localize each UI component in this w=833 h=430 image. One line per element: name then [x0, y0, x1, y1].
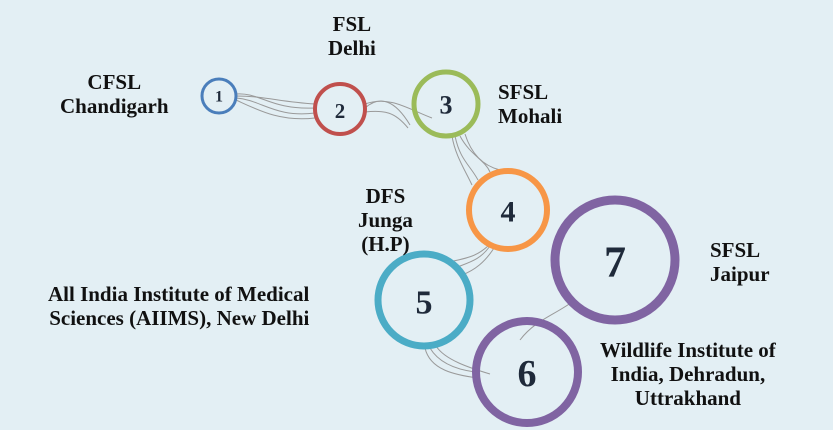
label-sfsl-mohali: SFSL Mohali: [498, 80, 563, 128]
node-number: 1: [215, 89, 223, 106]
node-3: 3: [411, 69, 481, 139]
label-aiims: All India Institute of Medical Sciences …: [48, 282, 310, 330]
svg-text:7: 7: [604, 238, 626, 287]
node-7: 7: [550, 195, 680, 325]
label-fsl-delhi: FSL Delhi: [328, 12, 376, 60]
node-1: 1: [200, 77, 238, 115]
svg-text:5: 5: [416, 285, 433, 322]
label-dfs-junga: DFS Junga (H.P): [358, 184, 413, 256]
node-4: 4: [466, 168, 550, 252]
svg-text:6: 6: [518, 353, 537, 395]
label-sfsl-jaipur: SFSL Jaipur: [710, 238, 770, 286]
svg-text:4: 4: [501, 196, 516, 229]
node-5: 5: [374, 250, 474, 350]
node-6: 6: [472, 317, 582, 427]
label-cfsl-chandigarh: CFSL Chandigarh: [60, 70, 169, 118]
svg-text:3: 3: [440, 91, 453, 120]
node-2: 2: [313, 82, 367, 136]
label-wildlife-institute: Wildlife Institute of India, Dehradun, U…: [600, 338, 776, 410]
svg-text:2: 2: [335, 99, 346, 123]
